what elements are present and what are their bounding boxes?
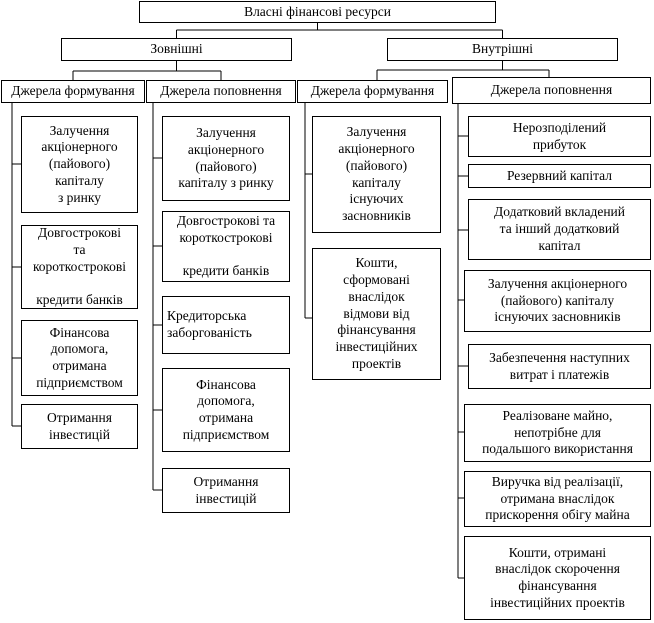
external-replenishment-node: Джерела поповнення xyxy=(146,80,296,103)
ext-replenishment-item: Залучення акціонерного (пайового) капіта… xyxy=(162,116,290,201)
internal-node: Внутрішні xyxy=(387,38,618,61)
external-formation-node: Джерела формування xyxy=(1,80,145,103)
root-node: Власні фінансові ресурси xyxy=(139,1,496,23)
int-formation-item: Залучення акціонерного (пайового) капіта… xyxy=(312,116,441,233)
ext-replenishment-item: Отримання інвестицій xyxy=(162,468,290,513)
ext-formation-item: Фінансова допомога, отримана підприємств… xyxy=(21,320,138,396)
ext-replenishment-item: Кредиторська заборгованість xyxy=(162,296,290,354)
int-formation-item: Кошти, сформовані внаслідок відмови від … xyxy=(312,248,441,380)
int-replenishment-item: Залучення акціонерного (пайового) капіта… xyxy=(464,270,651,332)
ext-formation-item: Довгострокові та короткострокові кредити… xyxy=(21,225,138,309)
int-replenishment-item: Кошти, отримані внаслідок скорочення фін… xyxy=(464,536,651,620)
int-replenishment-item: Реалізоване майно, непотрібне для подаль… xyxy=(464,404,651,462)
int-replenishment-item: Резервний капітал xyxy=(468,164,651,188)
internal-replenishment-node: Джерела поповнення xyxy=(452,77,651,104)
int-replenishment-item: Додатковий вкладений та інший додатковий… xyxy=(468,199,651,260)
int-replenishment-item: Нерозподілений прибуток xyxy=(468,116,651,157)
internal-formation-node: Джерела формування xyxy=(297,80,448,103)
ext-replenishment-item: Довгострокові та короткострокові кредити… xyxy=(162,211,290,282)
ext-formation-item: Залучення акціонерного (пайового) капіта… xyxy=(21,116,138,213)
int-replenishment-item: Забезпечення наступних витрат і платежів xyxy=(468,344,651,389)
external-node: Зовнішні xyxy=(61,38,292,61)
ext-replenishment-item: Фінансова допомога, отримана підприємств… xyxy=(162,368,290,452)
int-replenishment-item: Виручка від реалізації, отримана внаслід… xyxy=(464,471,651,527)
ext-formation-item: Отримання інвестицій xyxy=(21,404,138,449)
